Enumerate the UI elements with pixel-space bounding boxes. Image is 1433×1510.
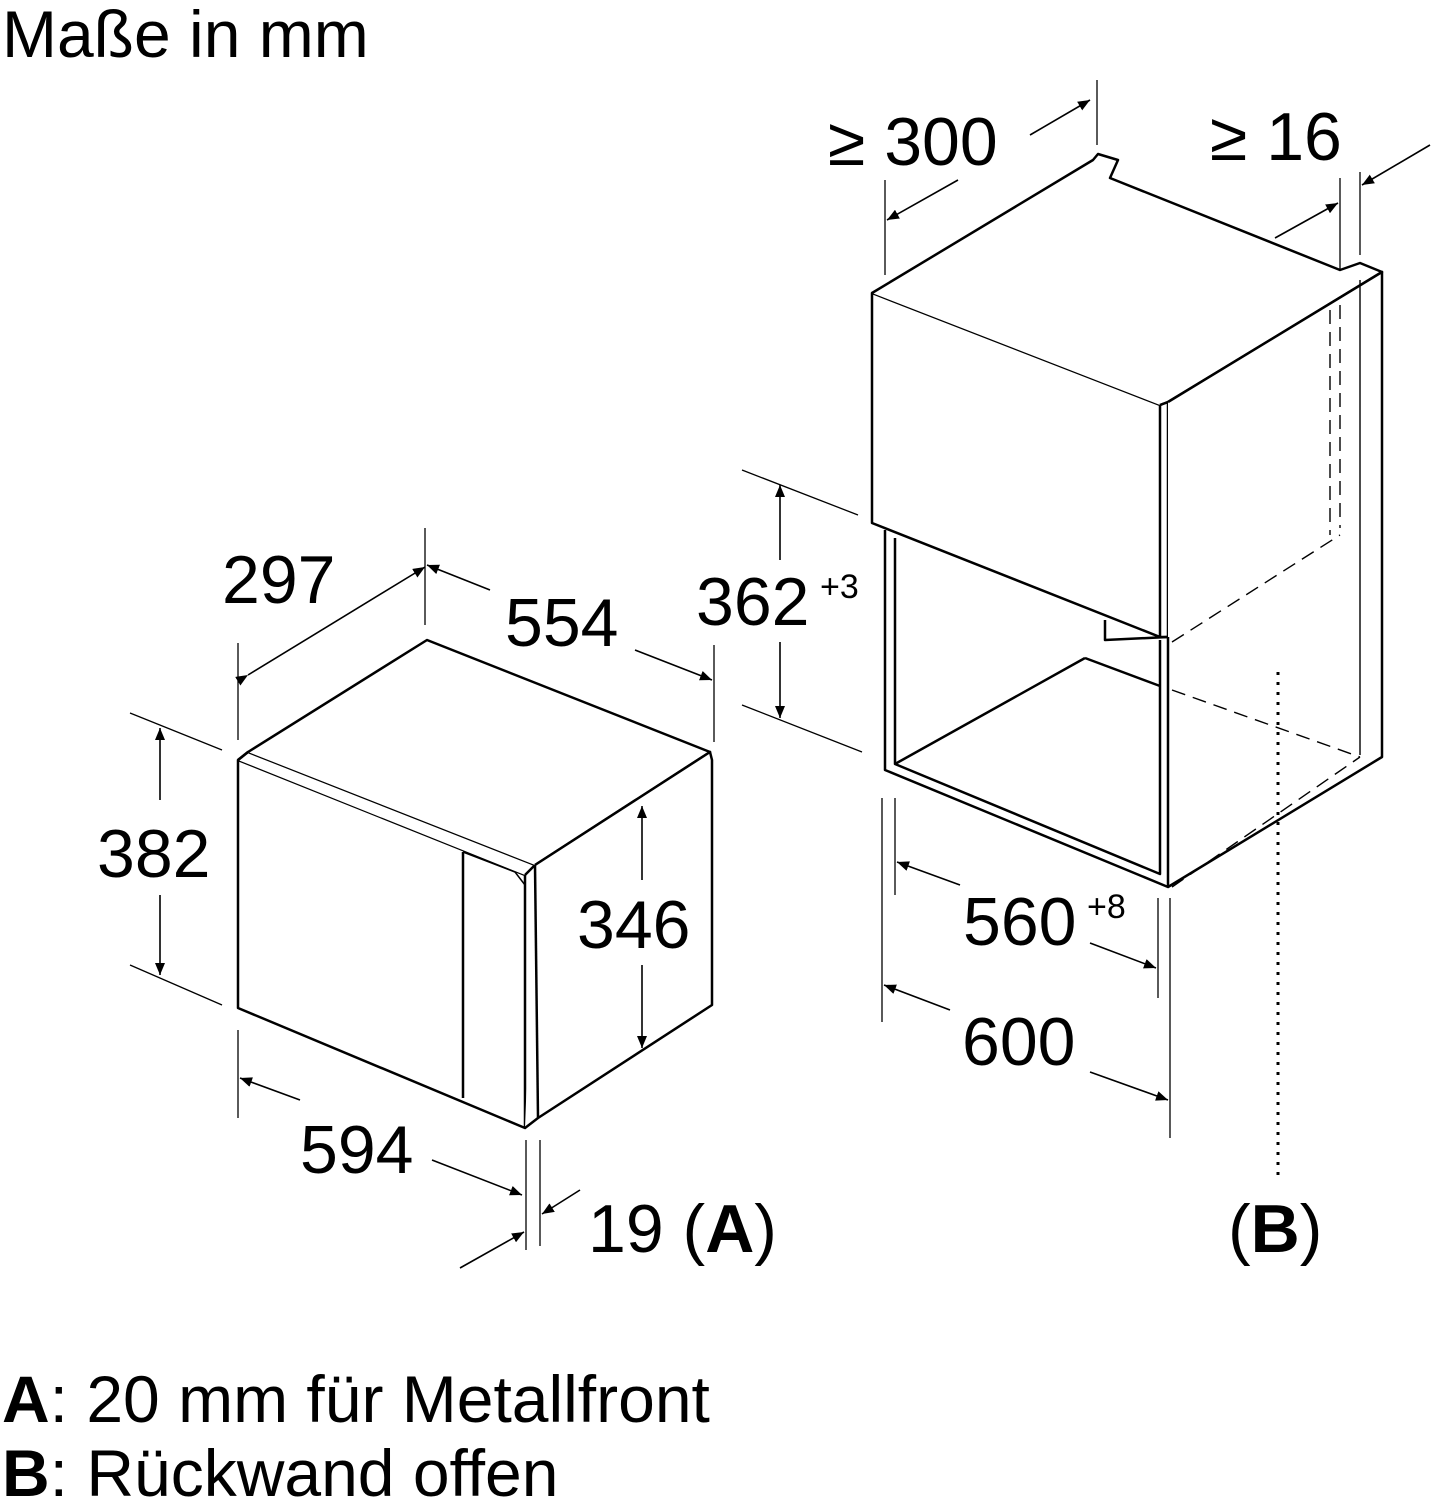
dimension-arrow-19-a [459,1231,525,1269]
dimension-label-560: 560 [963,884,1076,960]
dimension-arrow-600-a [883,984,951,1011]
appliance-outline [236,638,714,1130]
dimension-label-19: 19 (A) [588,1191,777,1267]
page-title: Maße in mm [2,0,369,71]
dimension-arrow-600-b [1089,1071,1169,1101]
dimension-label-16: ≥ 16 [1210,99,1342,175]
dimension-arrow-554-b [634,649,713,681]
dimension-arrow-594-b [431,1159,523,1196]
dimension-label-382: 382 [97,816,210,892]
niche-outline [870,152,1384,889]
niche-extension-lines [741,80,1361,1138]
legend-text-a: 20 mm für Metallfront [68,1362,710,1436]
niche-hidden-edges [1171,305,1361,888]
dimension-label-300: ≥ 300 [828,104,998,180]
dimension-tolerance-362: +3 [820,568,859,606]
legend-text-b: Rückwand offen [68,1436,559,1510]
legend-item-a: A: 20 mm für Metallfront [2,1364,710,1434]
dimension-arrow-300-a [886,179,959,221]
legend-key-b: B [2,1436,50,1510]
dimension-arrow-19-b [541,1189,581,1215]
dimension-label-362: 362 [696,564,809,640]
dimension-arrow-16-a [1274,202,1339,239]
rear-open-label: (B) [1228,1191,1322,1267]
dimension-arrow-297 [235,566,426,686]
legend-separator-a: : [49,1362,69,1436]
dimension-label-297: 297 [222,542,335,618]
legend-key-a: A [2,1362,50,1436]
dimension-label-594: 594 [300,1112,413,1188]
dimension-tolerance-560: +8 [1087,888,1126,926]
legend-item-b: B: Rückwand offen [2,1438,558,1508]
dimension-arrow-560-a [896,861,961,886]
appliance-door-edge [462,851,526,886]
dimension-arrow-300-b [1029,99,1091,136]
dimension-arrow-554-a [426,564,491,591]
dimension-label-554: 554 [505,585,618,661]
dimension-arrow-16-b [1361,144,1431,186]
dimension-label-346: 346 [577,887,690,963]
legend-separator-b: : [49,1436,69,1510]
dimension-arrow-594-a [239,1077,301,1101]
dimension-arrow-560-b [1089,942,1157,969]
dimension-label-600: 600 [962,1004,1075,1080]
